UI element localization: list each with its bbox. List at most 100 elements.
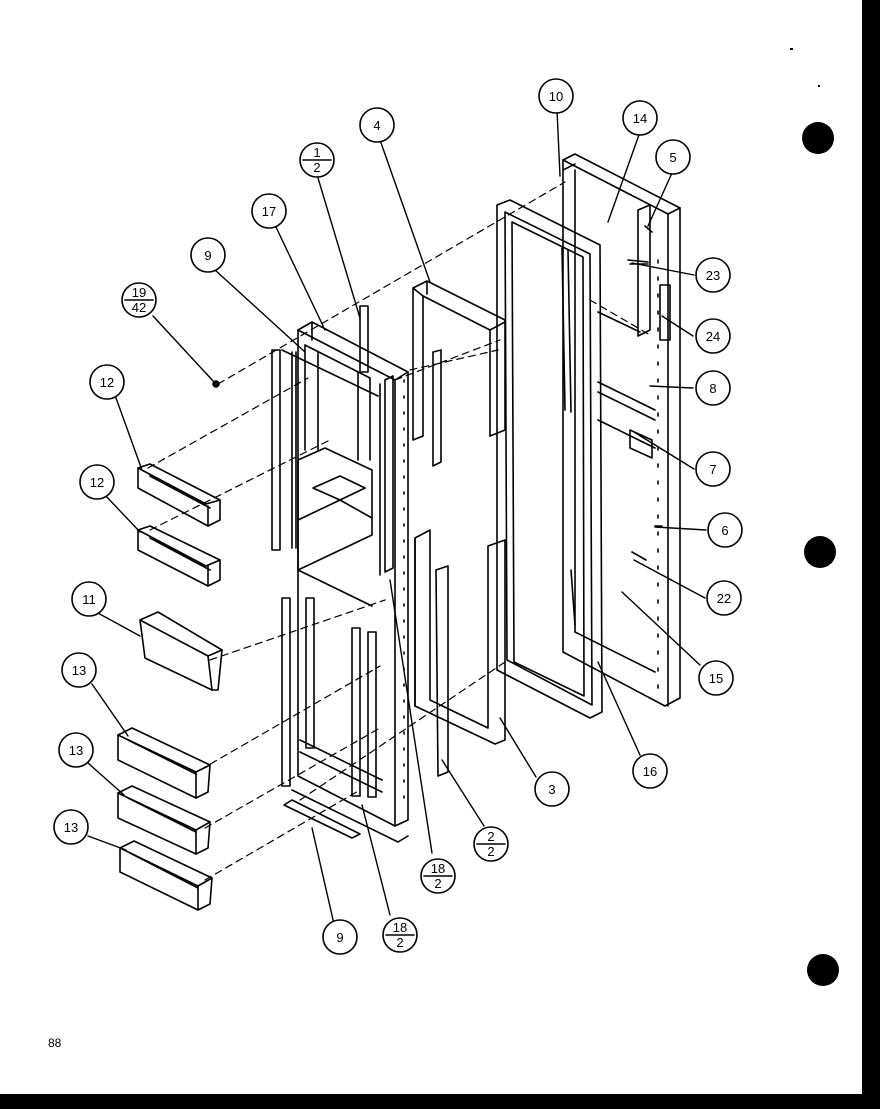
speck [790,48,793,50]
outer-door-panel [562,153,681,707]
callout-c1-2: 12 [299,142,335,178]
callout-c12b: 12 [79,464,115,500]
callout-label: 17 [262,204,276,219]
callout-circle [79,464,115,500]
screw-19-42 [212,380,220,388]
callout-c5: 5 [655,139,691,175]
callout-c15: 15 [698,660,734,696]
callout-c23: 23 [695,257,731,293]
callout-numerator: 2 [487,829,494,844]
callout-label: 8 [709,381,716,396]
callout-label: 24 [706,329,720,344]
callout-c9b: 9 [322,919,358,955]
callout-c17: 17 [251,193,287,229]
callout-label: 13 [72,663,86,678]
leader-lines [87,109,707,925]
callout-circle [322,919,358,955]
callout-label: 23 [706,268,720,283]
callout-layer: 1014541217919421212111313132324876221516… [53,78,743,955]
callout-c13a: 13 [61,652,97,688]
callout-c14: 14 [622,100,658,136]
callout-label: 9 [204,248,211,263]
callout-c7: 7 [695,451,731,487]
shelf-12-lower [137,525,221,587]
callout-denominator: 2 [434,876,441,891]
callout-c18-2a: 182 [420,858,456,894]
callout-c4: 4 [359,107,395,143]
callout-label: 14 [633,111,647,126]
callout-circle [622,100,658,136]
callout-label: 10 [549,89,563,104]
callout-circle [655,139,691,175]
callout-numerator: 19 [132,285,146,300]
callout-c22: 22 [706,580,742,616]
callout-label: 13 [64,820,78,835]
callout-label: 15 [709,671,723,686]
callout-label: 11 [82,592,96,607]
callout-circle [53,809,89,845]
callout-circle [695,451,731,487]
callout-c13b: 13 [58,732,94,768]
callout-label: 7 [709,462,716,477]
callout-c18-2b: 182 [382,917,418,953]
callout-label: 12 [90,475,104,490]
callout-circle [538,78,574,114]
callout-c24: 24 [695,318,731,354]
callout-circle [58,732,94,768]
door-cabinet [271,305,409,843]
callout-circle [71,581,107,617]
callout-c3: 3 [534,771,570,807]
callout-label: 5 [669,150,676,165]
callout-circle [190,237,226,273]
callout-c8: 8 [695,370,731,406]
callout-c11: 11 [71,581,107,617]
bin-13-middle [117,785,211,855]
inner-door-liner [412,280,506,777]
callout-circle [89,364,125,400]
callout-circle [706,580,742,616]
bin-13-bottom [119,840,213,911]
callout-label: 12 [100,375,114,390]
bin-11 [139,611,223,691]
callout-denominator: 2 [396,935,403,950]
callout-numerator: 18 [393,920,407,935]
page-number: 88 [48,1036,62,1050]
callout-circle [695,370,731,406]
callout-label: 6 [721,523,728,538]
callout-c2-2: 22 [473,826,509,862]
callout-circle [251,193,287,229]
assembly-lines [147,181,651,881]
callout-c9a: 9 [190,237,226,273]
binder-hole-bottom [807,954,839,986]
callout-circle [534,771,570,807]
right-border [862,0,880,1109]
callout-circle [707,512,743,548]
callout-c13c: 13 [53,809,89,845]
bottom-border [0,1094,880,1109]
callout-numerator: 18 [431,861,445,876]
door-gasket [496,199,603,719]
callout-c12a: 12 [89,364,125,400]
callout-numerator: 1 [313,145,320,160]
callout-c16: 16 [632,753,668,789]
callout-circle [61,652,97,688]
callout-label: 9 [336,930,343,945]
callout-circle [695,257,731,293]
callout-c10: 10 [538,78,574,114]
callout-label: 3 [548,782,555,797]
shelf-12-upper [137,463,221,527]
callout-denominator: 42 [132,300,146,315]
callout-circle [695,318,731,354]
callout-denominator: 2 [487,844,494,859]
speck [818,85,820,87]
callout-circle [359,107,395,143]
callout-label: 4 [373,118,380,133]
binder-hole-middle [804,536,836,568]
callout-label: 16 [643,764,657,779]
callout-c6: 6 [707,512,743,548]
bin-13-top [117,727,211,799]
callout-circle [632,753,668,789]
